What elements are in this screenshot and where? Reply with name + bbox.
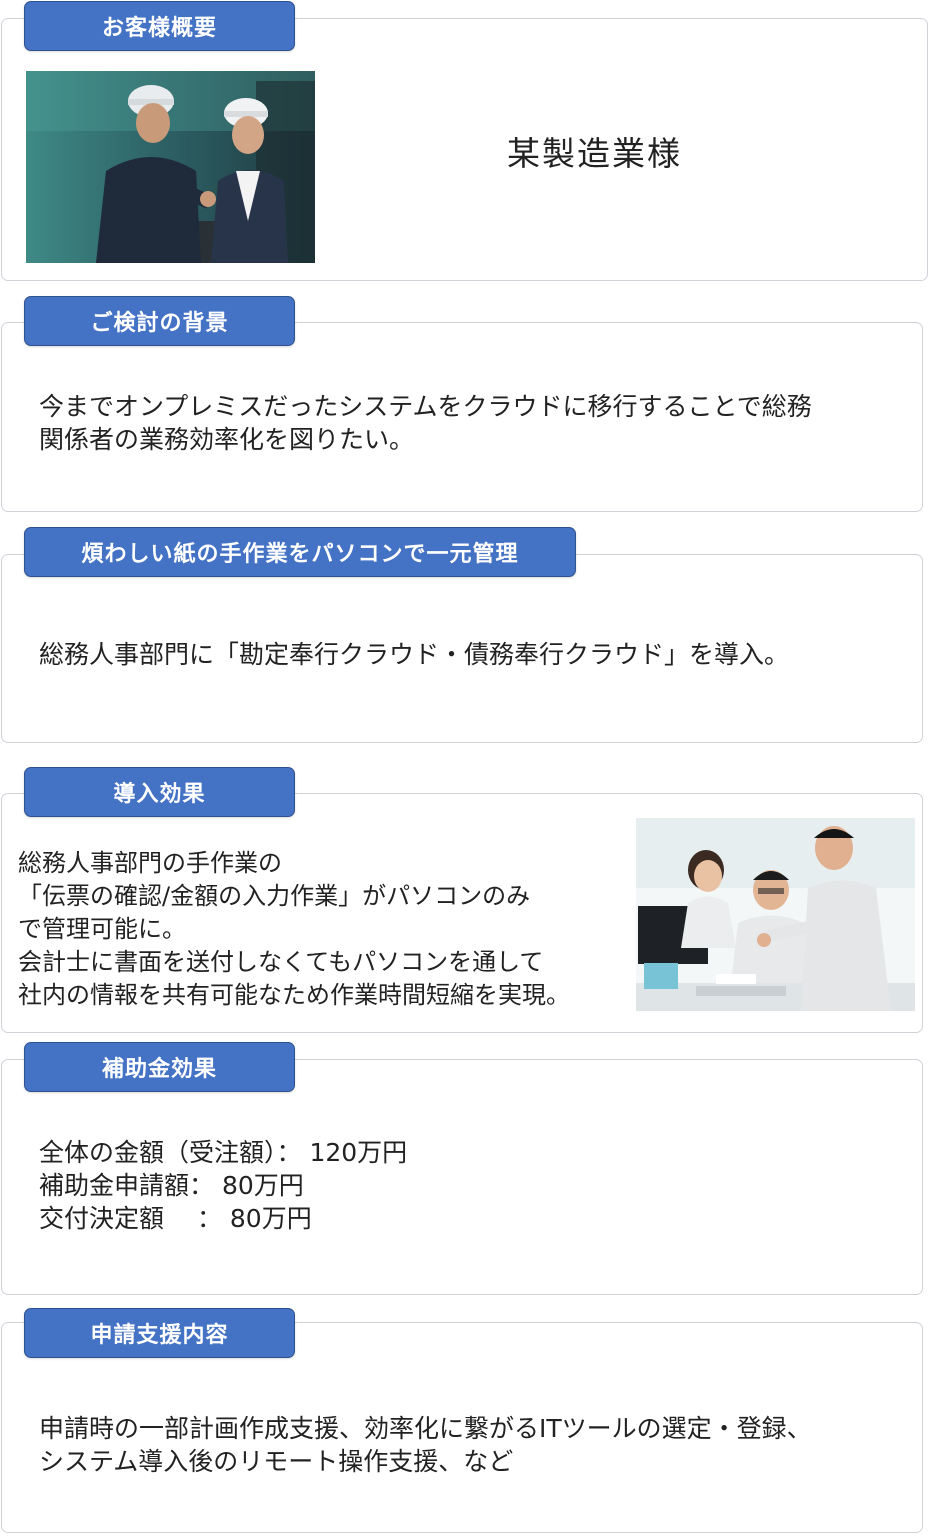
support-line: 申請時の一部計画作成支援、効率化に繋がるITツールの選定・登録、 [39, 1414, 812, 1443]
tab-solution: 煩わしい紙の手作業をパソコンで一元管理 [24, 527, 576, 577]
effect-line: 社内の情報を共有可能なため作業時間短縮を実現。 [18, 981, 570, 1009]
tab-support: 申請支援内容 [24, 1308, 295, 1358]
client-name: 某製造業様 [507, 134, 682, 173]
overview-card: 某製造業様 [1, 18, 928, 281]
subsidy-card: 全体の金額（受注額）： 120万円 補助金申請額： 80万円 交付決定額 ： 8… [1, 1059, 923, 1295]
effect-text: 総務人事部門の手作業の 「伝票の確認/金額の入力作業」がパソコンのみ で管理可能… [18, 847, 570, 1012]
effect-line: 会計士に書面を送付しなくてもパソコンを通して [18, 948, 544, 976]
tab-overview: お客様概要 [24, 1, 295, 51]
support-line: システム導入後のリモート操作支援、など [39, 1447, 514, 1476]
effect-line: 「伝票の確認/金額の入力作業」がパソコンのみ [18, 882, 531, 910]
solution-card: 総務人事部門に「勘定奉行クラウド・債務奉行クラウド」を導入。 [1, 554, 923, 743]
office-team-photo [636, 818, 915, 1011]
background-line: 関係者の業務効率化を図りたい。 [39, 425, 415, 454]
tab-effect: 導入効果 [24, 767, 295, 817]
subsidy-granted-row: 交付決定額 ： 80万円 [39, 1204, 312, 1233]
factory-workers-photo [26, 71, 315, 263]
subsidy-text: 全体の金額（受注額）： 120万円 補助金申請額： 80万円 交付決定額 ： 8… [39, 1136, 407, 1235]
background-line: 今までオンプレミスだったシステムをクラウドに移行することで総務 [39, 392, 812, 421]
office-team-image [636, 818, 915, 1011]
subsidy-applied-row: 補助金申請額： 80万円 [39, 1171, 304, 1200]
factory-workers-image [26, 71, 315, 263]
background-text: 今までオンプレミスだったシステムをクラウドに移行することで総務 関係者の業務効率… [39, 390, 812, 456]
support-text: 申請時の一部計画作成支援、効率化に繋がるITツールの選定・登録、 システム導入後… [39, 1412, 812, 1478]
tab-subsidy: 補助金効果 [24, 1042, 295, 1092]
solution-line: 総務人事部門に「勘定奉行クラウド・債務奉行クラウド」を導入。 [39, 640, 790, 669]
effect-card: 総務人事部門の手作業の 「伝票の確認/金額の入力作業」がパソコンのみ で管理可能… [1, 793, 923, 1033]
subsidy-total-row: 全体の金額（受注額）： 120万円 [39, 1138, 408, 1167]
background-card: 今までオンプレミスだったシステムをクラウドに移行することで総務 関係者の業務効率… [1, 322, 923, 512]
effect-line: 総務人事部門の手作業の [18, 849, 282, 877]
solution-text: 総務人事部門に「勘定奉行クラウド・債務奉行クラウド」を導入。 [39, 638, 789, 671]
effect-line: で管理可能に。 [18, 915, 186, 943]
tab-background: ご検討の背景 [24, 296, 295, 346]
